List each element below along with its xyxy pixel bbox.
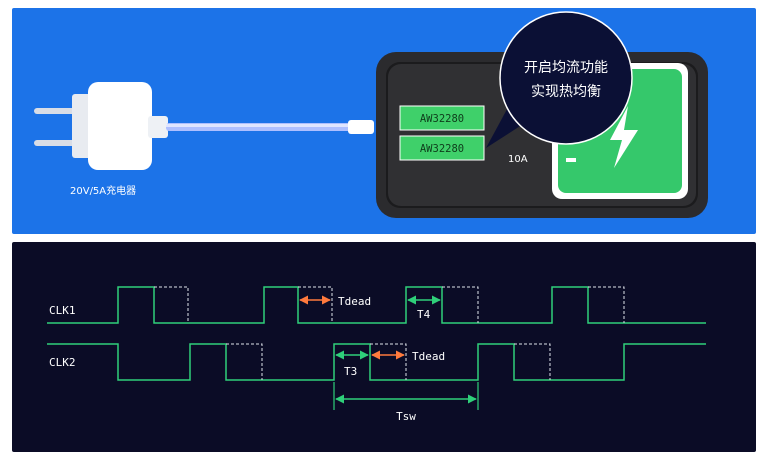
bubble-line-1: 开启均流功能 — [524, 60, 608, 76]
t4-label: T4 — [417, 308, 431, 321]
tdead-label-1: Tdead — [338, 295, 371, 308]
tsw-label: Tsw — [396, 410, 416, 423]
clk1-deadtime-boxes — [154, 286, 625, 323]
clk2-deadtime-boxes — [226, 343, 551, 380]
clk1-waveform — [47, 286, 706, 324]
tdead-label-2: Tdead — [412, 350, 445, 363]
svg-text:AW32280: AW32280 — [420, 143, 464, 155]
clk1-label: CLK1 — [49, 304, 76, 317]
charger-label: 20V/5A充电器 — [70, 184, 136, 197]
clk2-label: CLK2 — [49, 356, 76, 369]
timing-diagram-panel: CLK1 CLK2 Tdead T4 T3 Tdead — [12, 242, 756, 452]
bubble-line-2: 实现热均衡 — [531, 84, 601, 100]
timing-diagram: CLK1 CLK2 Tdead T4 T3 Tdead — [47, 286, 706, 423]
usb-cable — [166, 120, 374, 134]
clk2-waveform — [47, 343, 706, 381]
chip-1: AW32280 — [399, 105, 485, 131]
charging-illustration: 20V/5A充电器 AW32280 AW32280 — [34, 11, 708, 218]
speech-bubble: 开启均流功能 实现热均衡 — [486, 11, 633, 148]
svg-text:AW32280: AW32280 — [420, 113, 464, 125]
current-label: 10A — [508, 154, 528, 165]
illustration-panel: 20V/5A充电器 AW32280 AW32280 — [12, 8, 756, 234]
chip-2: AW32280 — [399, 135, 485, 161]
charger-icon — [34, 82, 168, 170]
t3-label: T3 — [344, 365, 357, 378]
tsw-span — [333, 382, 479, 410]
